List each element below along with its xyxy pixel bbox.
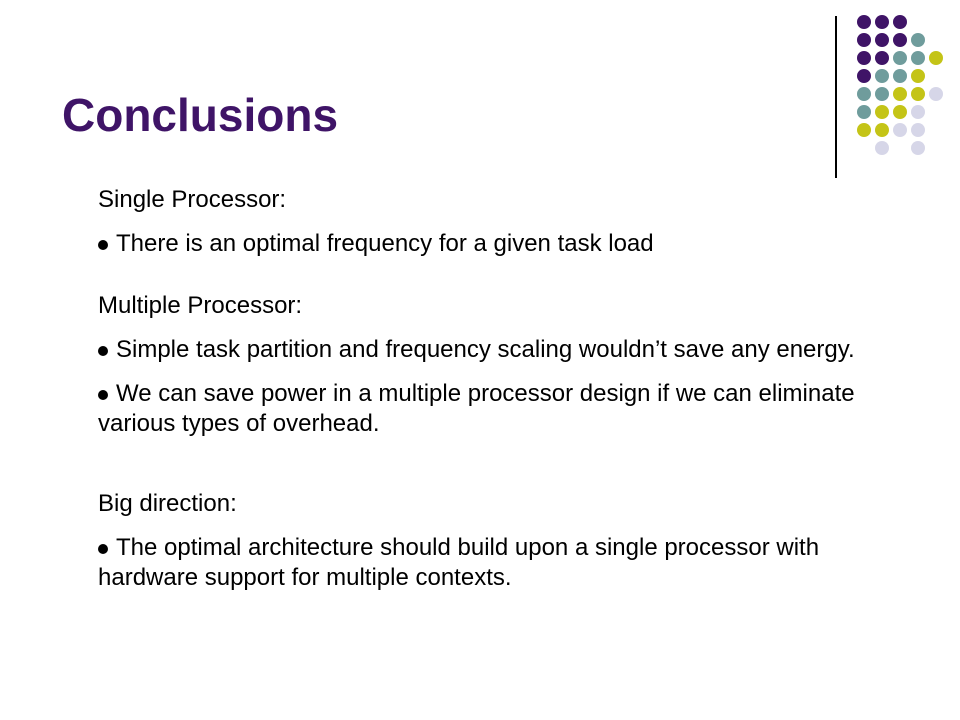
decorative-dot-lavender	[911, 123, 925, 137]
decorative-dot-yellow	[857, 123, 871, 137]
decorative-dot-teal	[911, 33, 925, 47]
slide-body: Single Processor: There is an optimal fr…	[98, 185, 898, 607]
decorative-dot-lavender	[893, 123, 907, 137]
bullet-item: The optimal architecture should build up…	[98, 533, 898, 593]
bullet-text: Simple task partition and frequency scal…	[116, 336, 855, 363]
bullet-text: The optimal architecture should build up…	[98, 534, 820, 591]
bullet-dot-icon	[98, 240, 108, 250]
section-heading-single-processor: Single Processor:	[98, 186, 287, 213]
bullet-item: There is an optimal frequency for a give…	[98, 229, 898, 259]
decorative-dot-teal	[911, 51, 925, 65]
decorative-dot-lavender	[911, 105, 925, 119]
section-heading-multiple-processor: Multiple Processor:	[98, 292, 303, 319]
bullet-dot-icon	[98, 390, 108, 400]
decorative-dot-purple	[857, 33, 871, 47]
decorative-dot-teal	[875, 87, 889, 101]
slide-title: Conclusions	[62, 89, 339, 141]
decorative-dot-yellow	[875, 123, 889, 137]
bullet-text: We can save power in a multiple processo…	[98, 380, 855, 437]
bullet-text: There is an optimal frequency for a give…	[116, 230, 654, 257]
decorative-dot-purple	[893, 15, 907, 29]
bullet-dot-icon	[98, 544, 108, 554]
section-heading-big-direction: Big direction:	[98, 490, 237, 517]
decorative-dot-lavender	[929, 87, 943, 101]
decorative-dot-teal	[857, 87, 871, 101]
bullet-item: Simple task partition and frequency scal…	[98, 335, 898, 365]
decorative-dot-purple	[875, 33, 889, 47]
decorative-dot-teal	[893, 51, 907, 65]
decorative-dot-purple	[857, 15, 871, 29]
decorative-dot-purple	[857, 69, 871, 83]
decorative-dot-lavender	[875, 141, 889, 155]
decorative-dot-yellow	[893, 87, 907, 101]
decorative-dot-teal	[893, 69, 907, 83]
decorative-dot-yellow	[875, 105, 889, 119]
decorative-dot-yellow	[929, 51, 943, 65]
vertical-divider-line	[835, 16, 837, 178]
decorative-dot-purple	[875, 51, 889, 65]
decorative-dot-purple	[875, 15, 889, 29]
decorative-dot-teal	[875, 69, 889, 83]
decorative-dot-purple	[893, 33, 907, 47]
decorative-dot-yellow	[911, 87, 925, 101]
decorative-dot-teal	[857, 105, 871, 119]
decorative-dot-purple	[857, 51, 871, 65]
bullet-item: We can save power in a multiple processo…	[98, 379, 898, 439]
decorative-dot-lavender	[911, 141, 925, 155]
bullet-dot-icon	[98, 346, 108, 356]
decorative-dot-yellow	[911, 69, 925, 83]
decorative-dot-yellow	[893, 105, 907, 119]
